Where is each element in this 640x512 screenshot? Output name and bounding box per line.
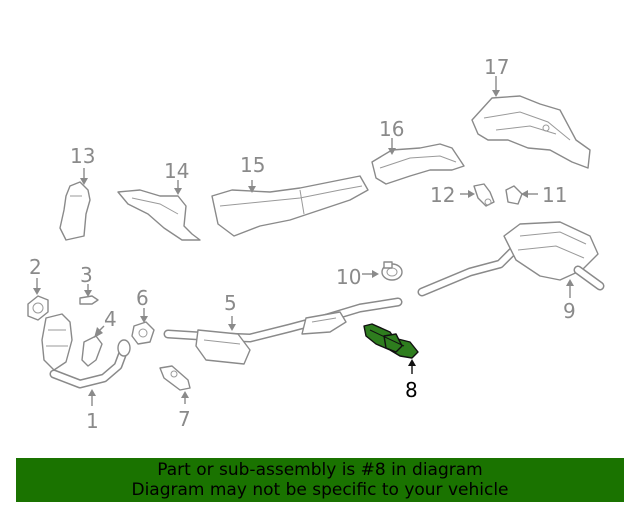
arrow-5 — [228, 324, 236, 331]
callout-1[interactable]: 1 — [86, 409, 99, 433]
arrow-16 — [388, 148, 396, 155]
arrow-12 — [468, 190, 475, 198]
callout-14[interactable]: 14 — [164, 159, 189, 183]
callout-13[interactable]: 13 — [70, 144, 95, 168]
part-17-heat-shield[interactable] — [471, 95, 591, 169]
callout-5[interactable]: 5 — [224, 291, 237, 315]
arrow-6 — [140, 316, 148, 323]
part-3-bracket[interactable] — [79, 295, 99, 305]
part-9-muffler[interactable] — [417, 221, 605, 297]
arrow-13 — [80, 178, 88, 185]
part-2-gasket[interactable] — [27, 295, 49, 321]
callout-10[interactable]: 10 — [336, 265, 361, 289]
callout-6[interactable]: 6 — [136, 286, 149, 310]
callout-8[interactable]: 8 — [405, 378, 418, 402]
arrow-14 — [174, 188, 182, 195]
arrow-15 — [248, 186, 256, 193]
callout-17[interactable]: 17 — [484, 55, 509, 79]
callout-4[interactable]: 4 — [104, 307, 117, 331]
arrow-2 — [33, 288, 41, 295]
callout-3[interactable]: 3 — [80, 263, 93, 287]
part-10-clamp[interactable] — [381, 261, 403, 281]
part-5-intermediate-pipe[interactable] — [163, 297, 403, 365]
callout-7[interactable]: 7 — [178, 407, 191, 431]
part-13-heat-shield[interactable] — [59, 181, 91, 241]
part-16-heat-shield[interactable] — [371, 143, 465, 185]
callout-15[interactable]: 15 — [240, 153, 265, 177]
part-15-heat-shield[interactable] — [211, 175, 369, 237]
callout-16[interactable]: 16 — [379, 117, 404, 141]
part-7-hanger[interactable] — [159, 365, 191, 391]
part-1-front-pipe[interactable] — [41, 313, 131, 389]
arrow-11 — [521, 190, 528, 198]
arrow-17 — [492, 90, 500, 97]
arrow-4 — [94, 327, 103, 338]
part-8-hanger-bracket[interactable] — [363, 323, 419, 359]
part-6-gasket[interactable] — [131, 321, 155, 345]
info-banner: Part or sub-assembly is #8 in diagram Di… — [16, 458, 624, 502]
arrow-10 — [372, 270, 379, 278]
arrow-7 — [181, 391, 189, 398]
callout-12[interactable]: 12 — [430, 183, 455, 207]
exhaust-parts-diagram: 17 16 12 11 15 14 13 — [27, 55, 605, 433]
banner-line-1: Part or sub-assembly is #8 in diagram — [157, 460, 483, 480]
part-14-heat-shield[interactable] — [117, 189, 201, 241]
callout-11[interactable]: 11 — [542, 183, 567, 207]
part-11-hanger[interactable] — [505, 185, 523, 205]
banner-line-2: Diagram may not be specific to your vehi… — [131, 480, 509, 500]
arrow-1 — [88, 389, 96, 396]
part-12-clamp[interactable] — [473, 183, 495, 207]
callout-9[interactable]: 9 — [563, 299, 576, 323]
part-4-bracket[interactable] — [81, 335, 103, 367]
callout-2[interactable]: 2 — [29, 255, 42, 279]
arrow-8 — [408, 359, 416, 366]
arrow-3 — [84, 290, 92, 297]
arrow-9 — [566, 279, 574, 286]
